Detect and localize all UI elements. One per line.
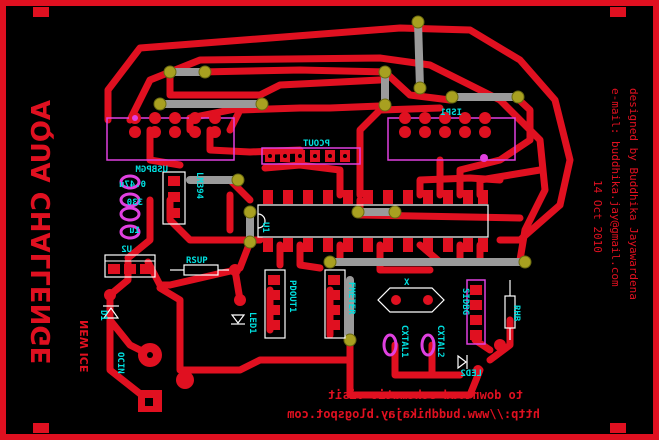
label-ocin: OCIN [115,352,125,374]
component-labels: PCOUT ISP1 USBPGM U2 U1 RSUP LED1 D1 OCI… [98,108,521,379]
fmeter-header [324,269,346,339]
sidbg-header [466,279,486,345]
pad-hole [147,352,153,358]
mounting-hole-br [610,423,626,433]
u1-chip [257,190,489,252]
label-cxtal2: CXTAL2 [435,325,445,358]
capacitors [119,174,436,357]
leds [102,305,468,370]
label-d1: D1 [98,310,108,321]
resistors [170,264,516,340]
right-line-2: e-mail: buddhika.jay@gmail.com [609,88,622,287]
crystal-x [377,287,445,313]
label-fmeter: FMETER [346,282,356,315]
label-led1: LED1 [247,312,257,334]
label-c047: 0.47u [119,180,146,190]
label-led2: LED2 [460,369,482,379]
label-isp: ISP1 [440,108,462,118]
board-text: AQUA CHALLENGE NEW ICE to download schem… [27,88,640,421]
bottom-line-2: http://www.buddhikajay.blogspot.com [287,407,540,421]
label-rhb: RHB [511,305,521,322]
usbpgm-header [106,112,235,161]
isp-header [387,112,516,162]
mounting-hole-bl [33,423,49,433]
label-sidbg: SIDBG [460,288,470,315]
board-subtitle: NEW ICE [78,320,91,372]
label-pdout: PDOUT1 [287,280,297,313]
u2-regulator [104,254,156,278]
misc-pads [104,264,506,412]
vias [153,15,532,347]
label-pcout: PCOUT [302,139,330,149]
label-u1: U1 [260,222,270,233]
ocin-hole [145,398,153,406]
label-u2: U2 [121,245,132,255]
label-rsup: RSUP [186,256,208,266]
lm3940-regulator [162,171,186,225]
pcout-header [261,147,361,165]
label-usbpgm: USBPGM [135,165,168,175]
pdout-header [264,269,286,339]
right-line-3: 14 Oct 2010 [591,180,604,253]
mounting-hole-tl [33,7,49,17]
board-title: AQUA CHALLENGE [27,100,57,364]
label-c330: 330 [127,198,143,208]
label-cxtal1: CXTAL1 [399,325,409,358]
label-c1u: 1u [129,226,140,236]
label-lm394: LM394 [194,172,204,200]
bottom-line-1: to download schematic visit [328,388,523,402]
label-x: X [404,278,410,288]
mounting-hole-tr [610,7,626,17]
right-line-1: designed by Buddhika Jayawardena [627,88,640,300]
